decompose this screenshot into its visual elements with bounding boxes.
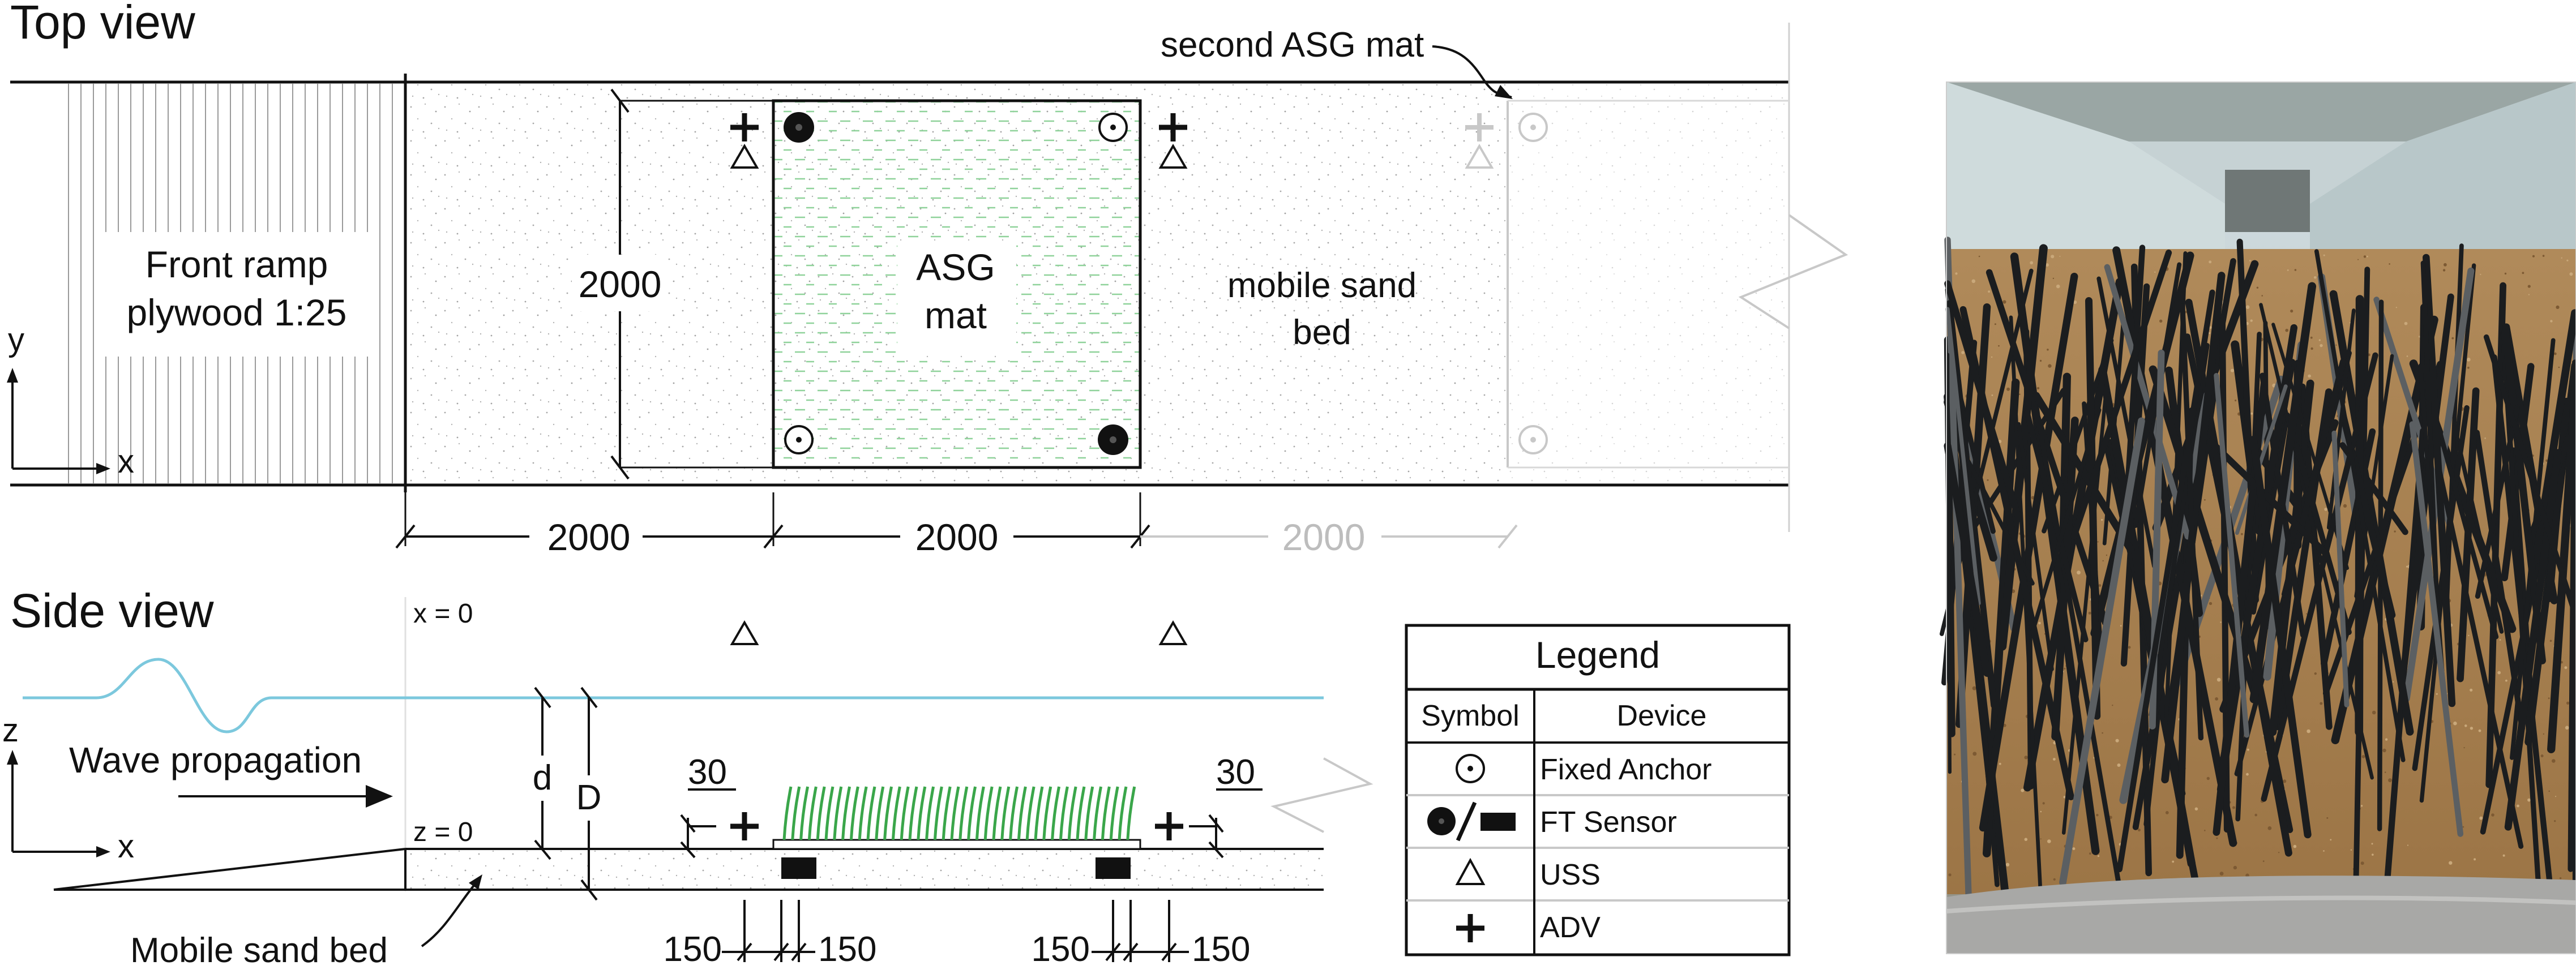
fixed-anchor-icon-faded	[1518, 113, 1548, 142]
offset-dim-left	[680, 788, 736, 859]
uss-icon	[1158, 144, 1188, 169]
legend-col-symbol: Symbol	[1421, 700, 1519, 732]
sensor-spacing-right	[1092, 900, 1189, 962]
side-axis-x-label: x	[118, 828, 134, 865]
sand-label-line1: mobile sand	[1227, 266, 1417, 305]
legend-col-device: Device	[1617, 700, 1707, 732]
side-axis-z-label: z	[2, 712, 19, 749]
dim-second-gap: 2000	[1282, 516, 1366, 558]
offset-right-label: 30	[1216, 753, 1255, 792]
ramp-label-line2: plywood 1:25	[127, 291, 347, 333]
sensor-left-b: 150	[818, 930, 876, 969]
uss-icon	[730, 620, 759, 645]
offset-dim-right	[1189, 788, 1263, 859]
dimension-mat-length	[773, 492, 1150, 557]
second-mat-leader-arrow	[1495, 85, 1513, 99]
ft-sensor-icon	[1096, 857, 1131, 879]
fixed-anchor-icon-faded	[1518, 425, 1548, 454]
ramp-label-bg	[99, 232, 371, 357]
mat-base-plate	[772, 839, 1141, 850]
y-axis-arrow	[7, 368, 18, 383]
legend	[1405, 624, 1791, 956]
adv-icon	[730, 113, 759, 141]
side-axes	[11, 756, 105, 853]
mat-width-label: 2000	[579, 263, 662, 305]
fixed-anchor-icon	[1456, 754, 1485, 783]
legend-title: Legend	[1535, 634, 1660, 676]
photo-asg-mat-in-flume	[1940, 81, 2576, 954]
adv-icon	[1456, 914, 1484, 942]
sand-bed-side	[405, 849, 1324, 890]
ft-sensor-icon	[1427, 801, 1516, 842]
top-view-title: Top view	[10, 0, 195, 49]
second-mat-label: second ASG mat	[1161, 25, 1424, 65]
x-origin-label: x = 0	[413, 599, 473, 629]
uss-icon	[730, 144, 759, 169]
sand-bed-label: Mobile sand bed	[130, 931, 388, 970]
asg-mat-fibres	[782, 786, 1136, 840]
mat-label-line2: mat	[925, 294, 987, 336]
top-axis-y-label: y	[8, 321, 24, 358]
z-origin-label: z = 0	[413, 817, 473, 847]
mat-label-bg	[897, 241, 1016, 354]
ft-sensor-icon	[781, 857, 816, 879]
break-symbol-side	[1270, 757, 1373, 833]
legend-row-4-device: ADV	[1540, 911, 1601, 944]
dimension-second-gap	[1140, 518, 1518, 557]
dim-ramp-to-mat: 2000	[547, 516, 631, 558]
adv-icon	[1159, 113, 1187, 141]
legend-row-3-device: USS	[1540, 859, 1601, 891]
adv-icon	[1155, 812, 1183, 840]
offset-left-label: 30	[688, 753, 727, 792]
top-axis-x-label: x	[118, 443, 134, 480]
legend-row-2-device: FT Sensor	[1540, 806, 1677, 839]
uss-icon	[1455, 857, 1486, 885]
ft-sensor-icon	[1098, 424, 1128, 455]
adv-icon	[730, 812, 759, 840]
dim-mat-length: 2000	[915, 516, 999, 558]
adv-icon-faded	[1465, 113, 1494, 141]
sensor-right-a: 150	[1032, 930, 1090, 969]
top-axes	[11, 374, 105, 470]
wave-label: Wave propagation	[69, 740, 362, 780]
sand-bed-leader	[421, 879, 480, 947]
water-surface	[23, 658, 1324, 733]
sensor-left-a: 150	[664, 930, 722, 969]
uss-icon-faded	[1465, 144, 1494, 169]
depth-D-label: D	[576, 778, 602, 817]
ft-sensor-icon	[784, 112, 814, 143]
ramp-label-line1: Front ramp	[146, 243, 328, 285]
dimension-ramp-to-mat	[395, 492, 784, 557]
uss-icon	[1158, 620, 1188, 645]
sand-bed-top-faded	[1506, 84, 1789, 483]
fixed-anchor-icon	[1098, 113, 1128, 142]
depth-d-label: d	[533, 758, 552, 797]
side-view-title: Side view	[10, 584, 214, 637]
x-axis-arrow	[96, 463, 110, 474]
sand-label-line2: bed	[1293, 313, 1351, 352]
ramp-slope	[53, 848, 406, 891]
break-symbol-top	[1738, 214, 1848, 329]
legend-row-1-device: Fixed Anchor	[1540, 753, 1712, 786]
sensor-right-b: 150	[1192, 930, 1250, 969]
fixed-anchor-icon	[784, 425, 814, 454]
mat-label-line1: ASG	[916, 246, 995, 288]
sensor-spacing-left	[722, 900, 815, 962]
